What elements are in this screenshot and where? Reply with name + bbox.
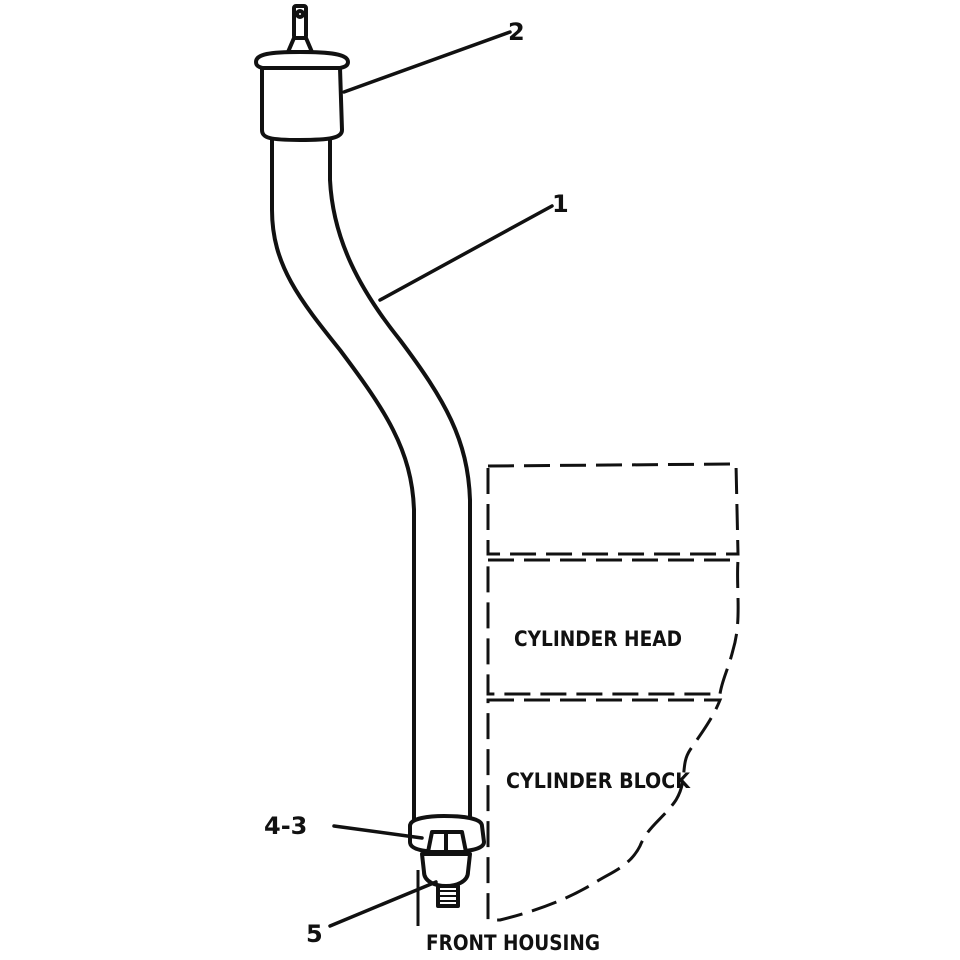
cylinder-head-cover-outline <box>486 462 740 556</box>
leader-clamp <box>332 824 424 840</box>
leader-fitting <box>328 880 438 928</box>
fitting-thread-lines <box>438 890 458 902</box>
engine-outline <box>486 462 740 922</box>
hose-clamp <box>408 814 486 854</box>
leader-lines <box>328 30 554 928</box>
cylinder-head-label: CYLINDER HEAD <box>514 627 682 651</box>
cylinder-block-label: CYLINDER BLOCK <box>506 769 691 793</box>
tube-right-wall <box>328 138 472 826</box>
breather-cap <box>254 4 350 142</box>
leader-cap <box>342 30 512 94</box>
cap-stem-hole <box>295 9 305 19</box>
callout-cap: 2 <box>508 18 525 46</box>
callout-fitting: 5 <box>306 920 323 948</box>
filler-tube <box>270 138 472 826</box>
leader-tube <box>378 204 554 302</box>
front-housing-label: FRONT HOUSING <box>426 931 600 955</box>
tube-left-wall <box>270 138 416 826</box>
callout-tube: 1 <box>552 190 569 218</box>
cap-stem-base <box>286 36 314 54</box>
tube-fitting <box>420 852 472 908</box>
fitting-body <box>420 852 472 888</box>
cap-body <box>260 66 344 142</box>
cylinder-block-outline <box>486 698 723 922</box>
callout-clamp: 4-3 <box>264 812 307 840</box>
cylinder-head-outline <box>486 558 740 696</box>
